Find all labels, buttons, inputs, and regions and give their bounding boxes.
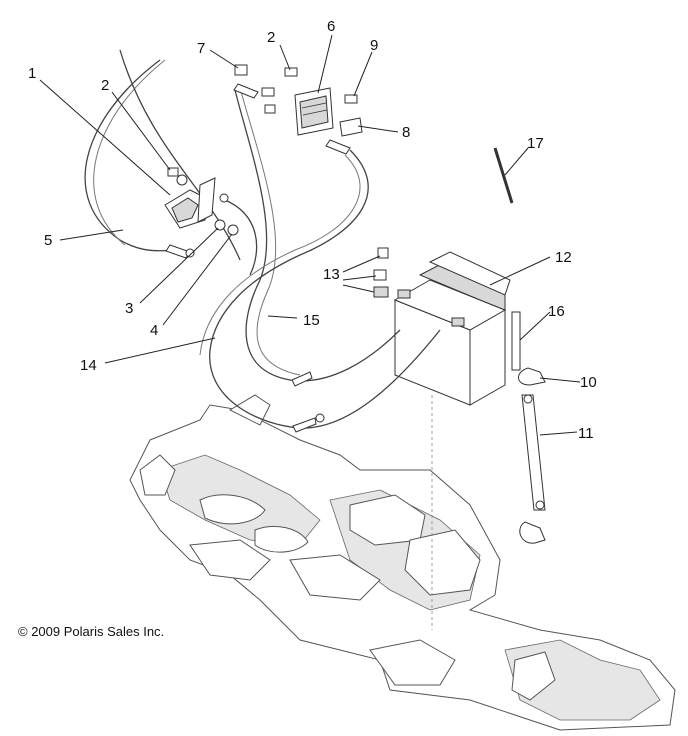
screw-2-left (167, 167, 179, 177)
callout-2-left: 2 (101, 77, 109, 94)
callouts: 1 2 2 3 4 5 6 7 8 9 10 11 12 13 14 15 16… (28, 18, 597, 442)
starter-solenoid (164, 174, 216, 229)
callout-6: 6 (327, 18, 335, 35)
battery (393, 251, 511, 406)
battery-pad (511, 311, 521, 371)
strap-clip-bottom (519, 521, 546, 544)
callout-5: 5 (44, 232, 52, 249)
callout-4: 4 (150, 322, 158, 339)
fuse-block (294, 87, 334, 136)
battery-rod (493, 147, 514, 204)
callout-8: 8 (402, 124, 410, 141)
callout-13: 13 (323, 266, 340, 283)
callout-11: 11 (578, 425, 594, 442)
hold-down-strap (521, 394, 546, 511)
callout-12: 12 (555, 249, 572, 266)
callout-9: 9 (370, 37, 378, 54)
callout-10: 10 (580, 374, 597, 391)
floor-pan (129, 394, 676, 731)
terminal-hardware (373, 247, 389, 298)
callout-15: 15 (303, 312, 320, 329)
callout-3: 3 (125, 300, 133, 317)
strap-clip-top (518, 367, 546, 386)
callout-1: 1 (28, 65, 36, 82)
callout-7: 7 (197, 40, 205, 57)
nut-4 (227, 224, 239, 236)
callout-14: 14 (80, 357, 97, 374)
cable-lugs (165, 83, 351, 433)
fuse-hardware (234, 64, 363, 137)
leader-lines (39, 34, 581, 436)
battery-cables (84, 49, 441, 429)
callout-2-top: 2 (267, 29, 275, 46)
washer-3 (214, 219, 226, 231)
callout-17: 17 (527, 135, 544, 152)
callout-16: 16 (548, 303, 565, 320)
copyright-notice: © 2009 Polaris Sales Inc. (18, 624, 165, 639)
